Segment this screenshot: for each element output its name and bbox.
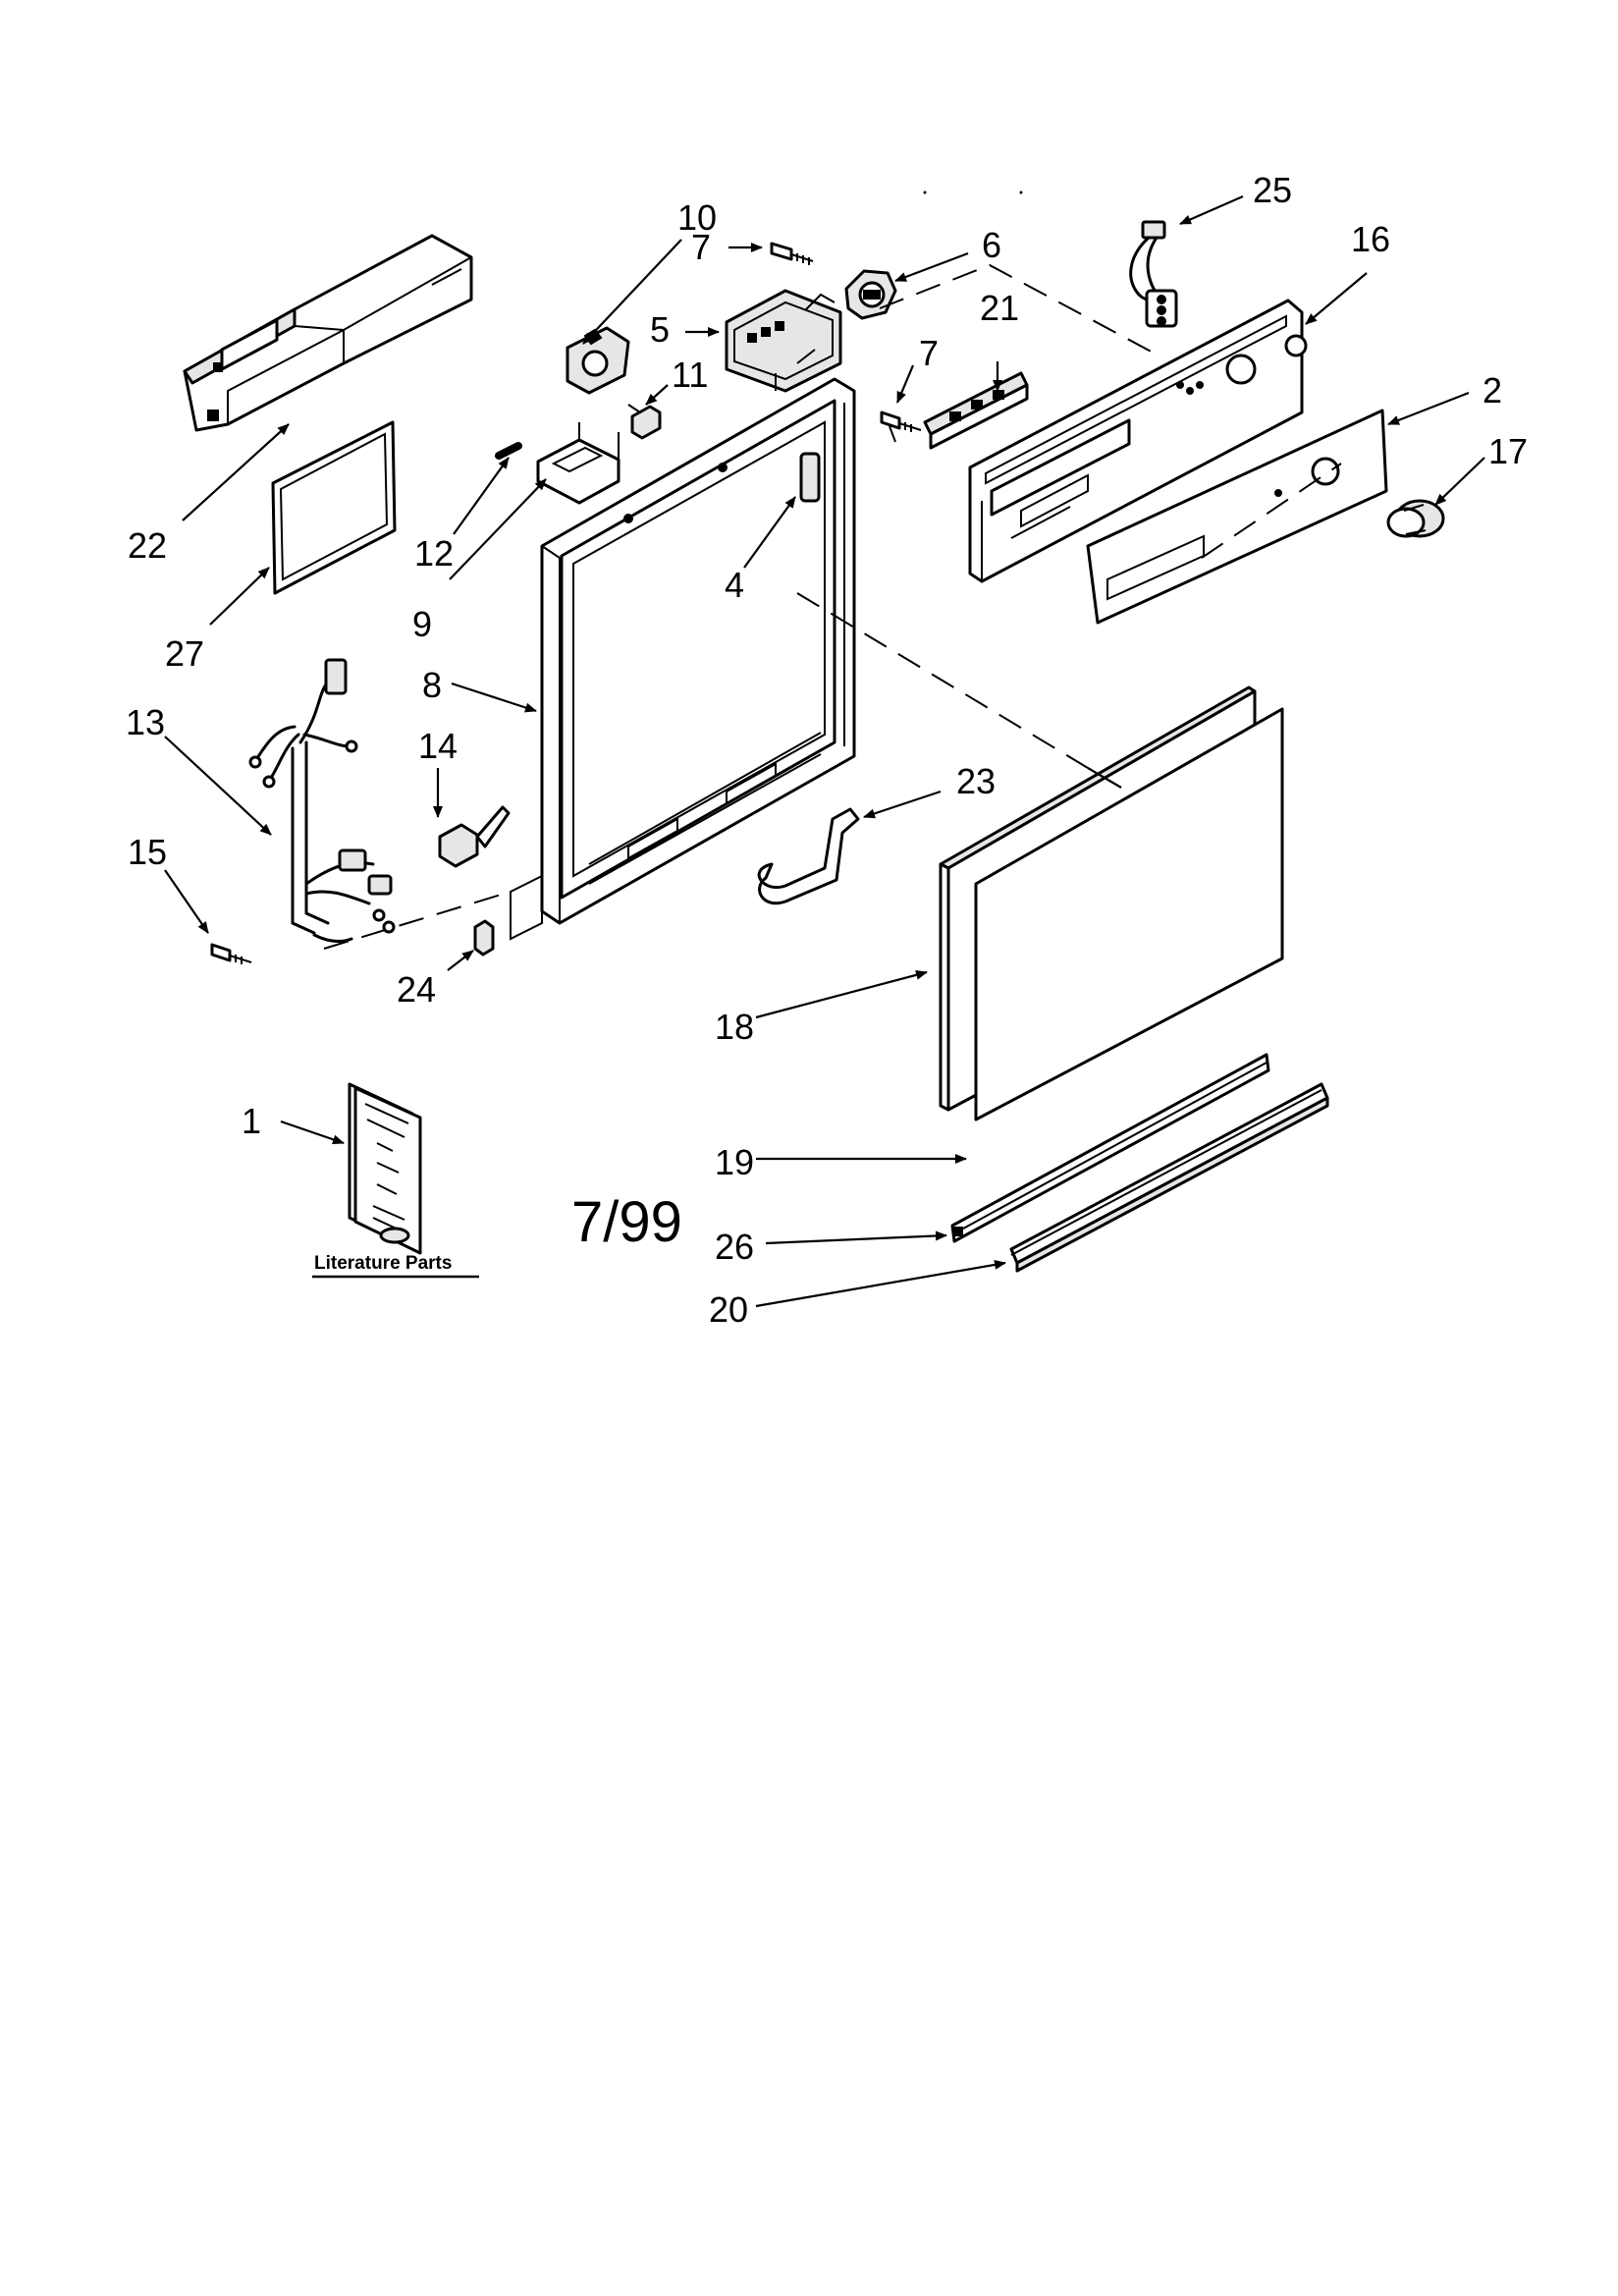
part-16-control-panel [968, 299, 1308, 583]
callout-10: 9 [412, 604, 432, 644]
callout-1: 1 [242, 1101, 261, 1141]
part-27-insulation-pad [271, 420, 397, 595]
leader-lines [164, 194, 1485, 1308]
callout-7-top: 7 [691, 227, 711, 267]
part-17-knob [1386, 499, 1445, 538]
callout-20: 20 [709, 1289, 748, 1330]
callout-4: 4 [725, 565, 744, 605]
part-7-screw-top [770, 242, 814, 265]
callout-6: 6 [982, 225, 1001, 265]
callout-7-mid: 7 [919, 333, 939, 373]
callout-2: 2 [1483, 370, 1502, 410]
part-15-screw [210, 943, 252, 964]
part-14-sensor [438, 805, 511, 868]
part-1-literature [348, 1082, 422, 1255]
part-8-door-frame [510, 377, 856, 941]
callout-16: 16 [1351, 219, 1390, 259]
callout-5: 5 [650, 309, 670, 350]
part-19-front-panel [974, 707, 1284, 1121]
callout-26: 25 [1253, 170, 1292, 210]
callout-25: 26 [715, 1227, 754, 1267]
callout-17: 17 [1488, 431, 1528, 471]
part-13-wire-harness [248, 658, 396, 944]
callout-14: 14 [418, 726, 458, 766]
callout-13: 13 [126, 702, 165, 742]
part-21-membrane [923, 371, 1029, 450]
part-9-switch [566, 326, 630, 395]
callout-19: 19 [715, 1142, 754, 1182]
part-20-bottom-trim [1009, 1082, 1329, 1273]
callout-12: 12 [414, 533, 454, 574]
callout-21: 21 [980, 288, 1019, 328]
part-25-trim-strip [950, 1053, 1270, 1243]
date-code: 7/99 [571, 1190, 682, 1254]
callout-22: 23 [956, 761, 996, 801]
scan-dot [1019, 191, 1023, 194]
part-24-clip [473, 919, 495, 957]
part-7-screw-mid [880, 410, 922, 432]
callout-8: 8 [422, 665, 442, 705]
part-22-clamp [757, 807, 860, 905]
part-23-vent-duct [183, 234, 473, 432]
callout-9: 10 [677, 197, 717, 238]
part-11-connector [627, 404, 662, 440]
callout-27: 27 [165, 633, 204, 674]
callout-23: 22 [128, 525, 167, 566]
part-5-timer [725, 289, 842, 393]
part-2-overlay [1086, 409, 1388, 625]
part-26-harness [1129, 220, 1178, 328]
callout-11: 11 [672, 355, 708, 395]
callout-labels: 10 7 6 25 16 5 21 7 11 2 17 12 9 22 27 4… [126, 170, 1528, 1330]
assembly-lines [323, 263, 1342, 950]
literature-parts-label: Literature Parts [314, 1253, 452, 1274]
callout-15: 15 [128, 832, 167, 872]
callout-18: 18 [715, 1007, 754, 1047]
part-10-bracket [536, 422, 620, 505]
scan-dot [923, 191, 927, 194]
callout-24: 24 [397, 969, 436, 1010]
part-12-pin [495, 442, 522, 460]
part-6-knob [844, 269, 897, 320]
